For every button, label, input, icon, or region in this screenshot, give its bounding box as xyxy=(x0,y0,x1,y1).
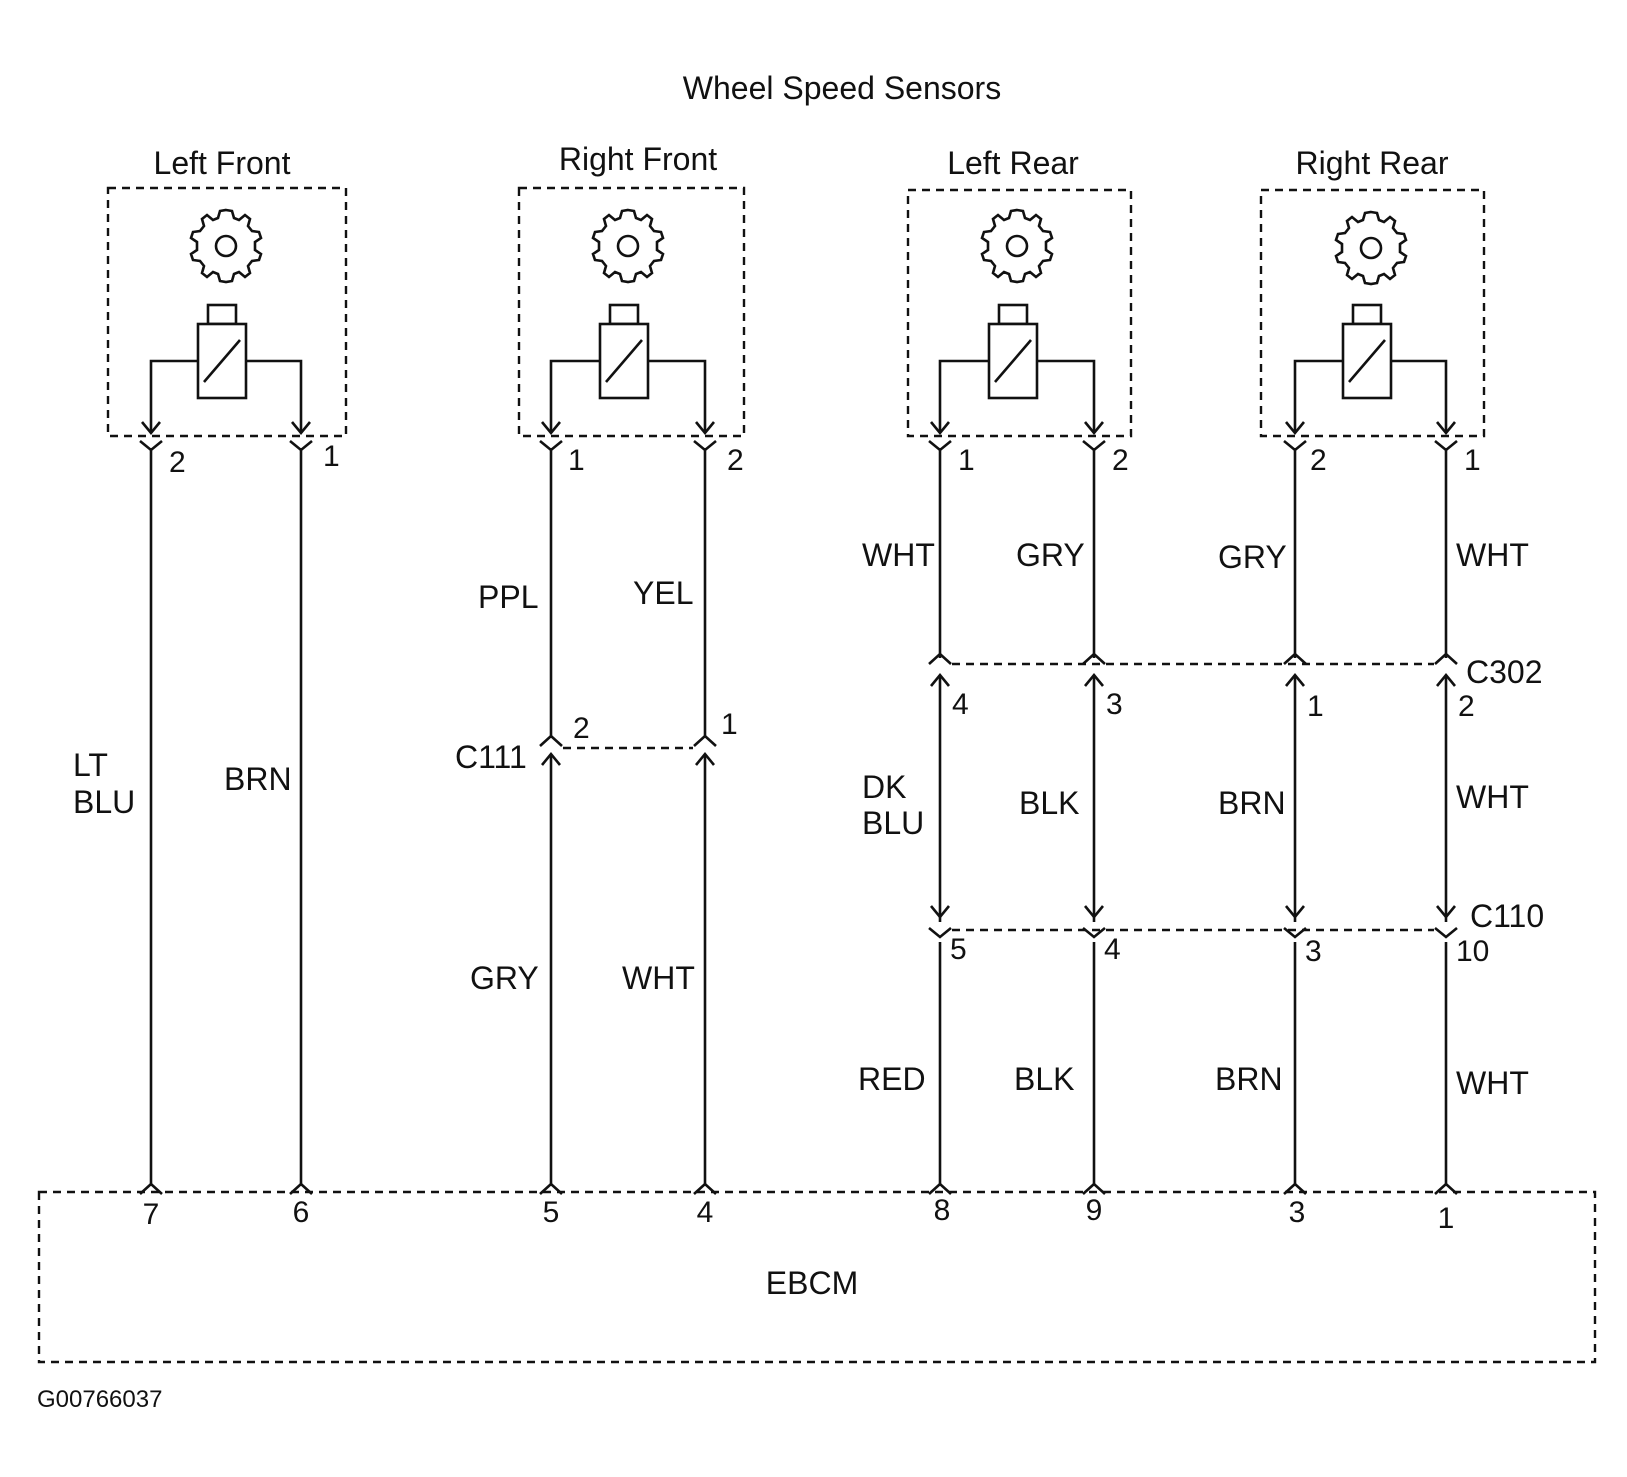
ebcm-pin-number: 9 xyxy=(1086,1194,1103,1227)
sensor-box-left-rear xyxy=(906,188,1133,438)
sensor-left-front: Left Front 2 1 xyxy=(106,145,348,479)
connector-pin-number: 1 xyxy=(1307,690,1324,723)
sensor-pin-number: 1 xyxy=(1464,444,1481,477)
wire-color-label: YEL xyxy=(633,575,693,611)
connector-terminal xyxy=(1081,652,1107,666)
connector-pin-number: 5 xyxy=(950,933,967,966)
ebcm-pin-number: 7 xyxy=(143,1198,160,1231)
diagram-title: Wheel Speed Sensors xyxy=(683,70,1001,106)
wire-color-label: GRY xyxy=(1016,537,1085,573)
ebcm-pin-number: 3 xyxy=(1289,1196,1306,1229)
wire-color-label: WHT xyxy=(862,537,935,573)
sensor-coil-icon xyxy=(598,303,650,400)
ebcm-pin-number: 8 xyxy=(934,1194,951,1227)
sensor-lead xyxy=(1293,359,1448,433)
connector-pin-number: 3 xyxy=(1106,688,1123,721)
wire-color-label: PPL xyxy=(478,579,538,615)
ebcm-module: 7 6 5 4 8 9 3 1 EBCM xyxy=(37,1182,1597,1364)
sensor-box-right-rear xyxy=(1259,188,1486,438)
figure-code: G00766037 xyxy=(37,1386,162,1413)
sensor-lead xyxy=(149,359,303,433)
wire-color-label: DK xyxy=(862,769,906,805)
ebcm-pin-number: 5 xyxy=(543,1196,560,1229)
wire-color-label: GRY xyxy=(470,960,539,996)
sensor-coil-icon xyxy=(987,303,1039,400)
wire-color-label: BLU xyxy=(73,784,135,820)
gear-icon xyxy=(189,208,263,284)
wire-color-label: BLK xyxy=(1019,785,1079,821)
connector-terminal xyxy=(1433,652,1459,666)
connector-pin-number: 10 xyxy=(1456,935,1489,968)
wire-color-label: BLU xyxy=(862,805,924,841)
sensor-pin-number: 1 xyxy=(323,440,340,473)
connector-pin-number: 4 xyxy=(952,688,969,721)
connector-pin-number: 3 xyxy=(1305,935,1322,968)
connector-terminal xyxy=(1433,926,1459,939)
sensor-lead xyxy=(938,359,1096,433)
ebcm-pin-number: 1 xyxy=(1438,1202,1455,1235)
sensor-left-rear: Left Rear 1 2 xyxy=(906,145,1133,477)
ebcm-outline xyxy=(37,1190,1597,1364)
connector-pin-number: 4 xyxy=(1104,933,1121,966)
connector-terminal xyxy=(927,926,953,939)
wire-color-label: BLK xyxy=(1014,1061,1074,1097)
ebcm-name: EBCM xyxy=(766,1265,858,1301)
sensor-label-left-front: Left Front xyxy=(154,145,291,181)
connector-pin-number: 1 xyxy=(721,708,738,741)
connector-terminal xyxy=(1282,652,1308,666)
wire-color-label: WHT xyxy=(1456,537,1529,573)
connector-name: C110 xyxy=(1470,898,1544,934)
wire-color-label: LT xyxy=(73,747,108,783)
sensor-pin-number: 1 xyxy=(958,444,975,477)
connector-name: C111 xyxy=(455,739,527,775)
connector-c110: C110 5 4 3 10 xyxy=(927,898,1544,968)
wire-color-label: WHT xyxy=(1456,1065,1529,1101)
gear-icon xyxy=(980,208,1054,284)
ebcm-pin-number: 4 xyxy=(697,1196,714,1229)
connector-name: C302 xyxy=(1466,654,1543,690)
sensor-label-right-rear: Right Rear xyxy=(1296,145,1449,181)
sensor-pin-number: 1 xyxy=(568,444,585,477)
sensor-box-right-front xyxy=(517,186,746,438)
wire-color-label: GRY xyxy=(1218,539,1287,575)
connector-c111: C111 2 1 xyxy=(455,708,738,775)
wire-color-label: WHT xyxy=(622,960,695,996)
sensor-pin-number: 2 xyxy=(727,444,744,477)
sensor-coil-icon xyxy=(196,303,248,400)
connector-terminal xyxy=(927,652,953,666)
connector-c302: C302 4 3 1 2 xyxy=(927,652,1543,723)
sensor-label-left-rear: Left Rear xyxy=(947,145,1079,181)
sensor-pin-number: 2 xyxy=(1310,444,1327,477)
wire-color-label: WHT xyxy=(1456,779,1529,815)
gear-icon xyxy=(591,208,665,284)
sensor-right-rear: Right Rear 2 1 xyxy=(1259,145,1486,477)
sensor-lead xyxy=(549,359,707,433)
sensor-coil-icon xyxy=(1341,303,1393,400)
connector-pin-number: 2 xyxy=(1458,690,1475,723)
sensor-label-right-front: Right Front xyxy=(559,141,717,177)
gear-icon xyxy=(1334,210,1408,286)
sensor-right-front: Right Front 1 2 xyxy=(517,141,746,477)
wire-color-label: BRN xyxy=(1215,1061,1283,1097)
ebcm-pin-number: 6 xyxy=(293,1196,310,1229)
wire-color-label: BRN xyxy=(1218,785,1286,821)
ebcm-terminal xyxy=(288,1182,314,1196)
wire-color-label: BRN xyxy=(224,761,292,797)
ebcm-terminal xyxy=(1282,1182,1308,1196)
wire-color-label: RED xyxy=(858,1061,926,1097)
sensor-pin-number: 2 xyxy=(169,446,186,479)
sensor-pin-number: 2 xyxy=(1112,444,1129,477)
connector-pin-number: 2 xyxy=(573,712,590,745)
sensor-box-left-front xyxy=(106,186,348,438)
